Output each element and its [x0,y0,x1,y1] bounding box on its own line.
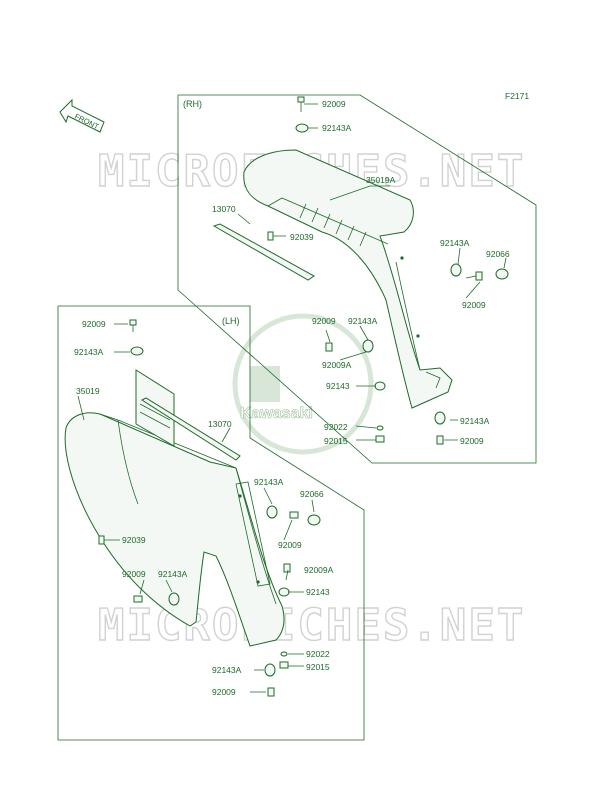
callout-rh-92143: 92143 [326,381,350,391]
lh-panel-label: (LH) [222,316,240,326]
rh-cover-35019A [243,149,453,409]
rh-strip-13070 [212,223,315,281]
rh-nut-92143-icon [374,381,386,391]
watermark: MICROFICHES.NET MICROFICHES.NET Kawasaki [97,145,524,651]
callout-lh-35019: 35019 [76,386,100,396]
front-arrow-icon: FRONT [59,98,105,133]
callout-lh-92143A-mid: 92143A [254,477,284,487]
lh-nut-92143-icon [278,587,290,597]
rh-screw-92039-icon [267,231,274,241]
lh-nut-92015-icon [279,661,289,669]
lh-grommet-92143A-bottom-icon [264,663,276,677]
lh-bolt-92009-bottom-icon [267,687,275,697]
callout-rh-92039: 92039 [290,232,314,242]
lh-bolt-92009-mid-icon [289,511,299,519]
callout-lh-92009A: 92009A [304,565,334,575]
callout-lh-92143: 92143 [306,587,330,597]
callout-rh-92143A-right: 92143A [440,238,470,248]
callout-rh-92015: 92015 [324,436,348,446]
rh-grommet-92143A-mid-icon [362,339,374,353]
callout-rh-92009-mid: 92009 [312,316,336,326]
lh-grommet-92143A-left-icon [168,592,180,606]
callout-lh-92143A-top: 92143A [74,347,104,357]
rh-washer-92022-icon [376,425,384,431]
lh-bolt-92009A-icon [283,563,291,573]
callout-rh-92022: 92022 [324,422,348,432]
lh-strip-13070 [140,397,241,461]
rh-nut-92015-icon [375,435,385,443]
callout-lh-92143A-bottom: 92143A [212,665,242,675]
rh-bolt-92009-top-icon [297,96,305,112]
callout-lh-92009-bottom: 92009 [212,687,236,697]
rh-cap-92066-icon [495,268,509,280]
rh-panel: (RH) [177,94,537,464]
rh-bolt-92009-right-icon [465,271,483,281]
lh-grommet-92143A-top-icon [130,346,144,356]
callout-rh-92009-bottom: 92009 [460,436,484,446]
lh-bolt-92009-left-icon [133,595,143,603]
lh-washer-92022-icon [280,651,288,657]
rh-grommet-92143A-right-icon [450,263,462,277]
callout-lh-92039: 92039 [122,535,146,545]
lh-cap-92066-icon [307,514,321,526]
lh-grommet-92143A-mid-icon [266,505,278,519]
callout-rh-92009A: 92009A [322,360,352,370]
rh-bolt-92009-bottom-icon [436,435,444,445]
callout-lh-92009-mid: 92009 [278,540,302,550]
callout-rh-92143A-top: 92143A [322,123,352,133]
callout-lh-13070: 13070 [208,419,232,429]
callout-lh-92143A-left: 92143A [158,569,188,579]
callout-rh-92066: 92066 [486,249,510,259]
callout-rh-13070: 13070 [212,204,236,214]
callout-lh-92066: 92066 [300,489,324,499]
lh-screw-92039-icon [98,535,105,545]
rh-bolt-92009-mid-icon [325,342,333,352]
callout-rh-35019A: 35019A [366,175,396,185]
kawasaki-logo: Kawasaki [232,313,374,455]
watermark-brand: Kawasaki [240,405,313,422]
rh-grommet-92143A-bottom-icon [434,411,446,425]
callout-lh-92022: 92022 [306,649,330,659]
callout-rh-92143A-mid: 92143A [348,316,378,326]
rh-panel-label: (RH) [183,99,202,109]
callout-lh-92015: 92015 [306,662,330,672]
lh-bolt-92009-top-icon [129,319,137,332]
callout-lh-92009-left: 92009 [122,569,146,579]
callout-rh-92143A-bottom: 92143A [460,416,490,426]
callout-rh-92009-top: 92009 [322,99,346,109]
lh-panel: (LH) [57,305,365,741]
callout-lh-92009-top: 92009 [82,319,106,329]
figure-code: F2171 [505,91,529,101]
rh-grommet-92143A-top-icon [295,123,309,133]
callout-rh-92009-right: 92009 [462,300,486,310]
